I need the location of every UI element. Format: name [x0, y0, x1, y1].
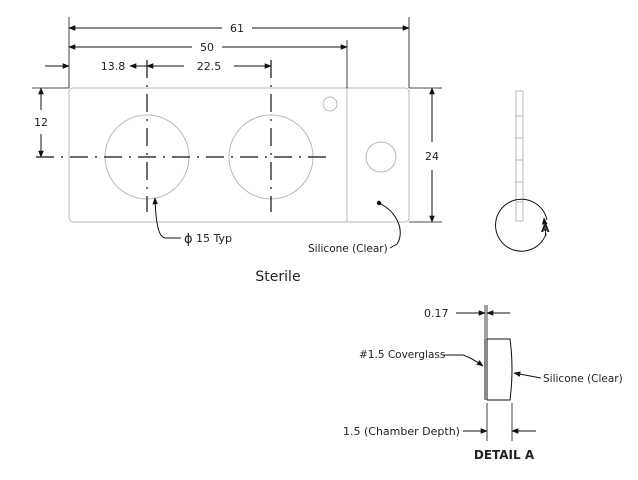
diameter-symbol: ϕ	[184, 232, 193, 247]
silicone-leader: Silicone (Clear)	[308, 200, 401, 255]
dim-first-center: 13.8	[45, 60, 147, 73]
port-hole	[365, 141, 397, 173]
extension-lines	[32, 17, 442, 223]
dim-chamber-span: 50	[68, 41, 348, 54]
dim-pitch-label: 22.5	[197, 60, 222, 73]
dim-overall-height-label: 24	[425, 150, 439, 163]
dim-overall-length: 61	[68, 22, 410, 35]
dim-first-center-label: 13.8	[101, 60, 126, 73]
slide-outline	[68, 87, 410, 223]
dim-center-height: 12	[34, 87, 48, 158]
dim-chamber-span-label: 50	[200, 41, 214, 54]
dim-overall-height: 24	[425, 87, 439, 223]
silicone-note: Silicone (Clear)	[308, 243, 388, 255]
small-hole	[322, 96, 338, 112]
slide-side-view: A	[495, 90, 550, 252]
dim-hole-diameter-label: 15 Typ	[196, 232, 232, 245]
silicone-detail-note: Silicone (Clear)	[543, 373, 623, 385]
dim-pitch: 22.5	[146, 60, 272, 73]
dim-hole-diameter: ϕ 15 Typ	[152, 197, 232, 247]
silicone-profile	[487, 338, 513, 401]
sterile-label: Sterile	[255, 269, 300, 285]
centerlines	[36, 60, 333, 212]
side-profile	[515, 90, 524, 222]
dim-chamber-depth-label: 1.5 (Chamber Depth)	[343, 425, 460, 438]
detail-circle	[495, 198, 548, 252]
detail-callout: A	[541, 222, 550, 235]
detail-a-view: 0.17 #1.5 Coverglass Silicone (Clear) 1.…	[343, 305, 623, 462]
dim-center-height-label: 12	[34, 116, 48, 129]
dim-overall-length-label: 61	[230, 22, 244, 35]
slide-front-view	[68, 87, 410, 223]
detail-title: DETAIL A	[474, 448, 535, 462]
coverglass-note: #1.5 Coverglass	[359, 349, 445, 361]
dim-coverglass-label: 0.17	[424, 307, 449, 320]
